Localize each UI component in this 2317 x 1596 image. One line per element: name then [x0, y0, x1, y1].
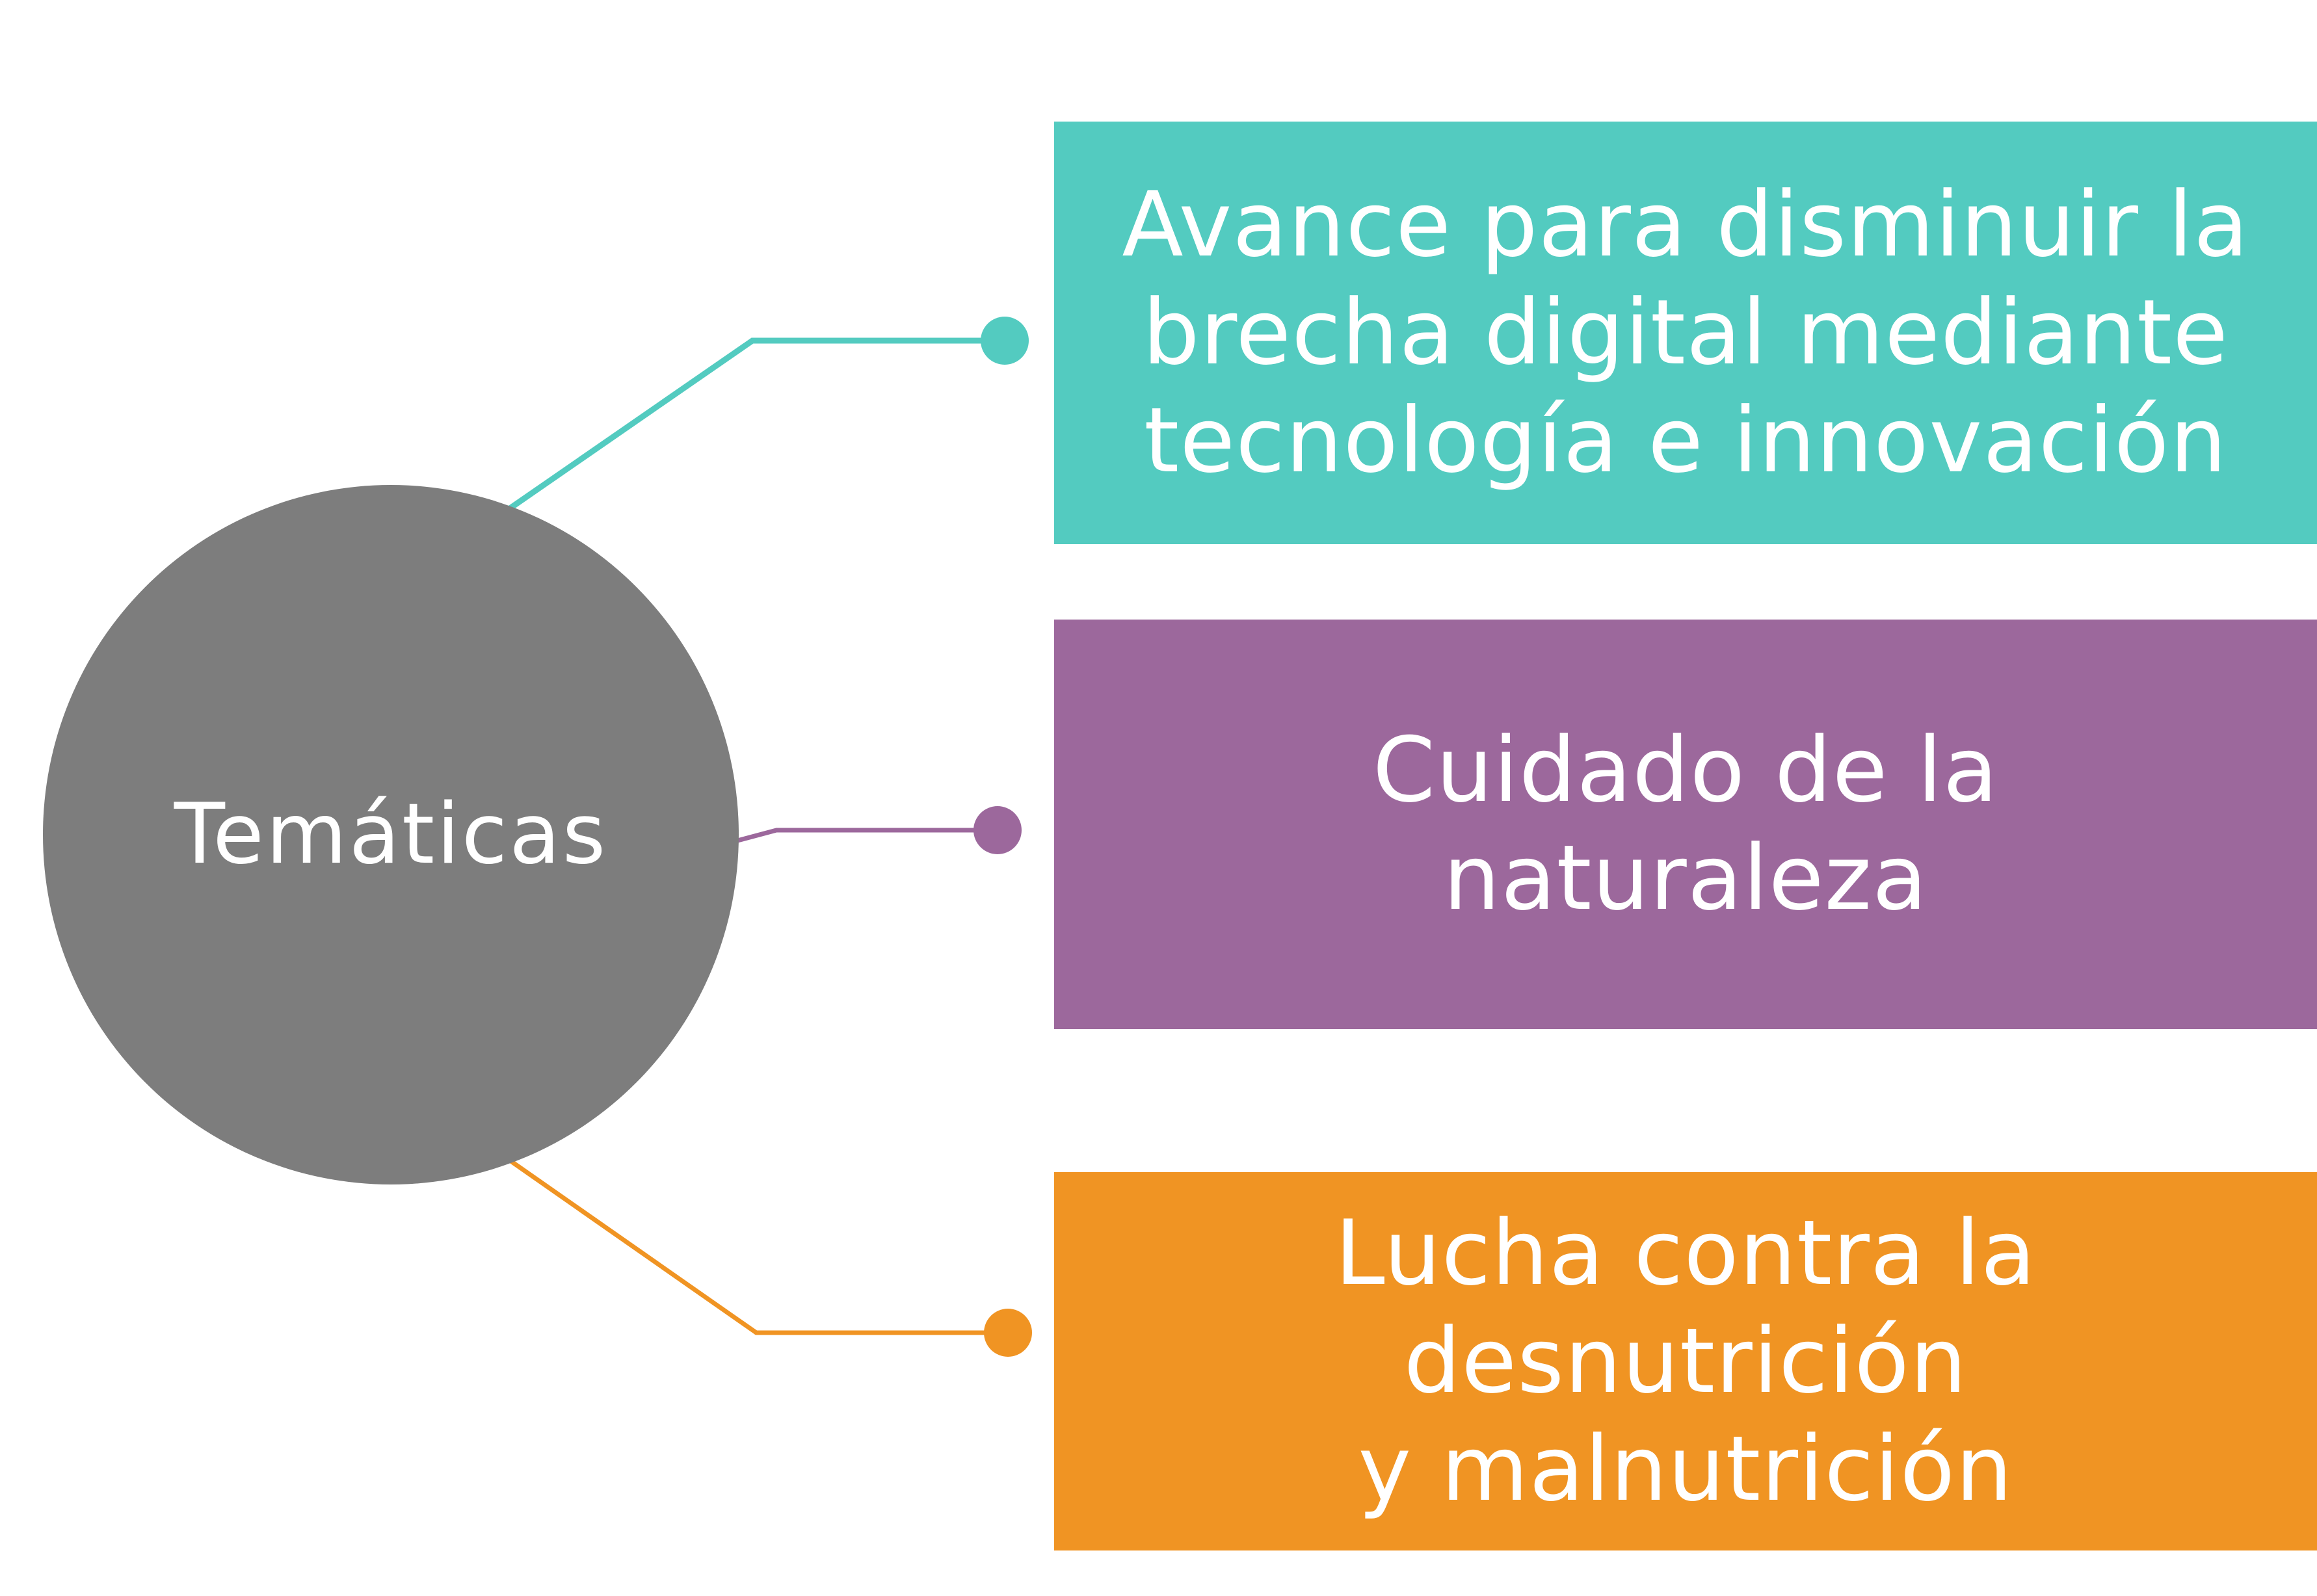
connector-3-line — [508, 1158, 1008, 1335]
connector-1-line — [508, 337, 1005, 511]
hub-circle: Temáticas — [43, 485, 739, 1184]
topic-text-line: Lucha contra la — [1334, 1201, 2037, 1305]
topic-text-line: tecnología e innovación — [1144, 388, 2227, 493]
topic-text-line: Avance para disminuir la — [1122, 172, 2249, 277]
connector-3 — [508, 1158, 1032, 1357]
topic-box-malnutrition: Lucha contra la desnutrición y malnutric… — [1054, 1172, 2317, 1550]
connector-2 — [737, 806, 1022, 854]
connector-2-dot — [973, 806, 1022, 854]
connector-1 — [508, 317, 1029, 511]
connector-3-dot — [984, 1309, 1032, 1357]
topic-text-line: brecha digital mediante — [1142, 280, 2229, 385]
hub-label: Temáticas — [174, 786, 608, 883]
connector-1-dot — [981, 317, 1029, 365]
topic-box-nature-care: Cuidado de la naturaleza — [1054, 620, 2317, 1029]
topic-text-line: y malnutrición — [1358, 1417, 2013, 1521]
topic-text-line: desnutrición — [1403, 1309, 1968, 1413]
topic-box-digital-gap: Avance para disminuir la brecha digital … — [1054, 122, 2317, 544]
topic-text-line: naturaleza — [1443, 826, 1928, 930]
connector-2-line — [737, 828, 998, 843]
topic-text-line: Cuidado de la — [1372, 718, 1999, 822]
